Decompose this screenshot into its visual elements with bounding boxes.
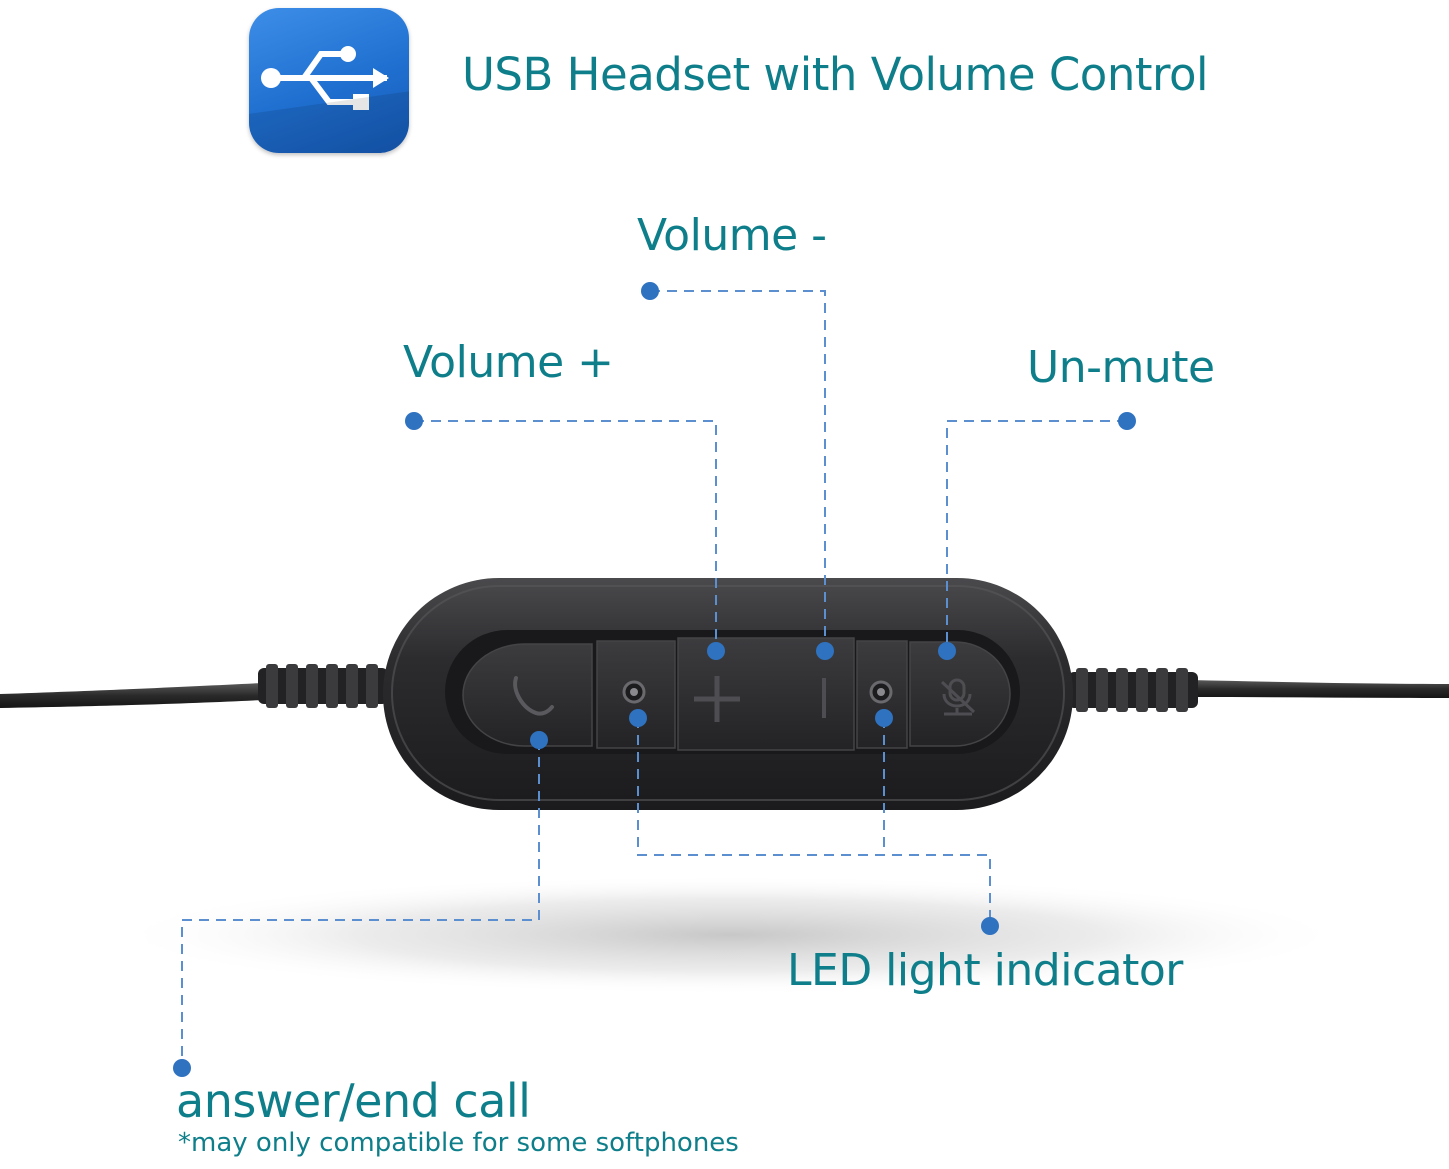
strain-relief-left	[258, 664, 388, 708]
led-left	[596, 640, 676, 749]
page-title: USB Headset with Volume Control	[462, 48, 1209, 101]
usb-icon	[249, 8, 409, 153]
label-led-indicator: LED light indicator	[787, 945, 1183, 996]
callout-markers	[173, 282, 1136, 1077]
label-volume-minus: Volume -	[637, 210, 827, 261]
compatibility-note: *may only compatible for some softphones	[178, 1128, 739, 1158]
floor-shadow	[110, 875, 1350, 995]
phone-icon	[513, 676, 554, 716]
cable-left	[0, 683, 262, 708]
strain-relief-right	[1068, 668, 1198, 712]
mute-button[interactable]	[909, 641, 1011, 747]
label-answer-end-call: answer/end call	[176, 1074, 531, 1128]
label-unmute: Un-mute	[1027, 342, 1215, 393]
cable-right	[1190, 680, 1449, 698]
answer-end-call-button[interactable]	[462, 643, 593, 747]
label-volume-plus: Volume +	[403, 337, 614, 388]
volume-rocker[interactable]	[677, 637, 855, 751]
mute-mic-icon	[940, 678, 976, 716]
plus-icon	[694, 676, 740, 722]
leader-lines	[181, 290, 1127, 1068]
led-right	[856, 640, 908, 749]
